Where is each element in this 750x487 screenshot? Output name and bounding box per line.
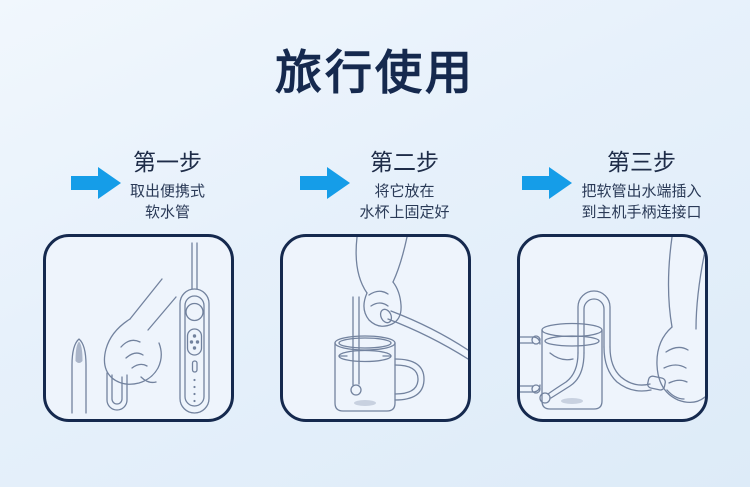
step-1-text: 第一步 取出便携式 软水管 [130,143,205,223]
right-arrow-icon [522,166,573,200]
steps-row: 第一步 取出便携式 软水管 [0,143,750,422]
step-3-panel [516,234,708,422]
step-2-label: 第二步 [369,149,439,175]
step-3-desc-line2: 到主机手柄连接口 [581,204,702,221]
step-3-illustration [519,237,705,410]
step-2-header: 第二步 将它放在 水杯上固定好 [300,143,450,223]
step-2-desc-line2: 水杯上固定好 [359,204,450,221]
step-1-description: 取出便携式 软水管 [130,181,205,223]
step-2-text: 第二步 将它放在 水杯上固定好 [359,143,449,223]
step-2-column: 第二步 将它放在 水杯上固定好 [279,143,471,422]
right-arrow-icon [300,166,351,200]
step-1-desc-line2: 软水管 [144,204,190,221]
step-1-desc-line1: 取出便携式 [129,183,205,200]
page-title: 旅行使用 [275,46,475,99]
step-3-desc-line1: 把软管出水端插入 [581,183,702,200]
step-2-panel [279,234,471,422]
step-3-header: 第三步 把软管出水端插入 到主机手柄连接口 [522,143,702,223]
step-3-text: 第三步 把软管出水端插入 到主机手柄连接口 [581,143,701,223]
step-1-illustration [70,242,210,414]
step-1-header: 第一步 取出便携式 软水管 [70,143,205,223]
right-arrow-icon [70,166,121,200]
step-3-description: 把软管出水端插入 到主机手柄连接口 [581,181,701,223]
step-2-desc-line1: 将它放在 [374,183,435,200]
step-1-label: 第一步 [132,149,202,175]
step-2-illustration [333,237,468,412]
step-3-label: 第三步 [606,149,676,175]
step-1-column: 第一步 取出便携式 软水管 [42,143,234,422]
step-2-description: 将它放在 水杯上固定好 [359,181,449,223]
step-1-panel [42,234,234,422]
step-3-column: 第三步 把软管出水端插入 到主机手柄连接口 [516,143,708,422]
